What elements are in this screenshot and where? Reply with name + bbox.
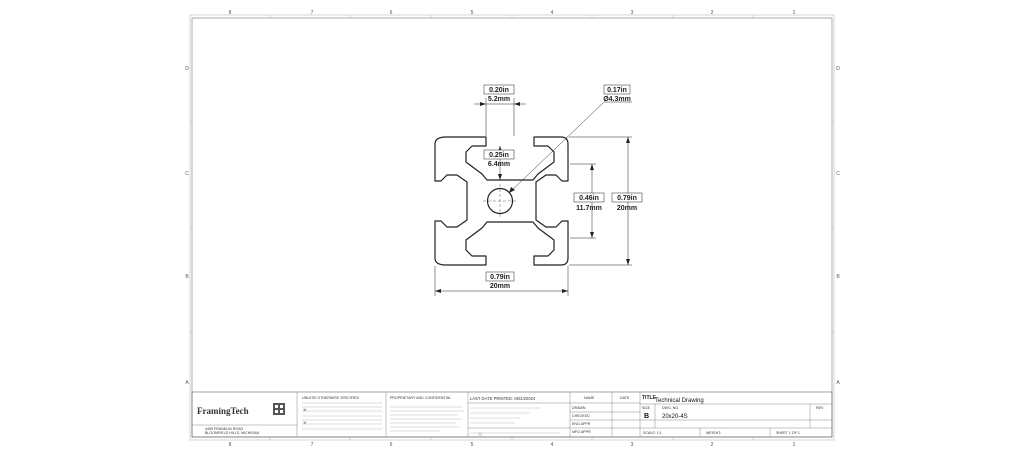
zone-row-left-d: D [185,66,189,72]
zone-row-right-b: B [836,274,840,280]
zone-col-bottom-6: 6 [390,442,393,448]
notes-lines [302,402,382,430]
dim-slot-depth-in: 0.25in [489,152,509,159]
size-label: SIZE [642,406,651,410]
dim-slot-depth-mm: 6.4mm [488,161,510,168]
dim-height-in: 0.79in [617,195,637,202]
zone-col-top-1: 1 [793,10,796,16]
drawing-title: Technical Drawing [655,398,704,404]
checked-label: CHECKED [572,414,590,418]
title-block: FramingTech 4455 FRANKLIN ROAD BLOOMFIEL… [191,391,833,438]
zone-col-top-7: 7 [311,10,314,16]
title-label: TITLE [642,395,657,401]
company-address-1: 4455 FRANKLIN ROAD [205,427,244,431]
dwg-no-value: 20x20-4S [662,414,688,420]
zone-row-left-c: C [185,171,189,177]
profile-outline [434,136,569,266]
dim-hole-mm: Ø4.3mm [603,96,631,103]
drawn-label: DRAWN [572,406,586,410]
dim-width-mm: 20mm [490,283,510,290]
zone-col-bottom-7: 7 [311,442,314,448]
zone-row-right-d: D [836,66,840,72]
profile-cross-section [434,136,569,266]
last-printed: LAST DATE PRINTED: 05/24/2024 [470,396,536,401]
zone-col-top-5: 5 [471,10,474,16]
dim-height-mm: 20mm [617,205,637,212]
company-address-2: BLOOMFIELD HILLS, MICHIGAN [205,431,260,435]
zone-col-top-4: 4 [551,10,554,16]
rev-label: REV [816,406,824,410]
zone-row-right-c: C [836,171,840,177]
size-value: B [644,413,649,420]
dim-width-in: 0.79in [490,274,510,281]
recycle-icon: ♲ [478,432,483,438]
center-hole [486,187,514,215]
approval-lines [470,407,560,434]
zone-row-left-a: A [185,380,189,386]
drawing-frame [191,17,833,438]
zone-col-top-6: 6 [390,10,393,16]
outer-border [189,14,835,441]
zone-col-top-2: 2 [711,10,714,16]
tolerance-mark-icon-2: × [303,421,307,427]
zone-row-left-b: B [185,274,189,280]
company-logo: FramingTech [197,406,249,416]
name-label: NAME [584,396,595,400]
mfg-appr-label: MFG APPR [572,430,591,434]
dim-hole-in: 0.17in [607,87,627,94]
dim-top-slot-mm: 5.2mm [488,96,510,103]
dimension-lines [434,98,632,296]
zone-col-bottom-5: 5 [471,442,474,448]
tolerance-mark-icon: × [303,408,307,414]
zone-col-bottom-4: 4 [551,442,554,448]
zone-col-top-8: 8 [229,10,232,16]
zone-ticks [190,15,834,440]
dim-inner-in: 0.46in [579,195,599,202]
weight-label: WEIGHT: [706,431,721,435]
date-label: DATE [620,396,630,400]
notes-header: UNLESS OTHERWISE SPECIFIED [302,396,359,400]
zone-row-right-a: A [836,380,840,386]
dwg-no-label: DWG. NO. [662,406,679,410]
logo-cube-icon [273,403,285,415]
dim-inner-mm: 11.7mm [576,205,602,212]
proprietary-lines [390,406,464,432]
eng-appr-label: ENG APPR [572,422,591,426]
zone-col-top-3: 3 [631,10,634,16]
center-marks [483,184,517,218]
zone-col-bottom-1: 1 [793,442,796,448]
zone-col-bottom-8: 8 [229,442,232,448]
proprietary-header: PROPRIETARY AND CONFIDENTIAL [390,396,451,400]
sheet-label: SHEET 1 OF 1 [776,431,800,435]
zone-col-bottom-2: 2 [711,442,714,448]
scale-label: SCALE: 1:1 [643,431,662,435]
zone-col-bottom-3: 3 [631,442,634,448]
dim-top-slot-in: 0.20in [489,87,509,94]
